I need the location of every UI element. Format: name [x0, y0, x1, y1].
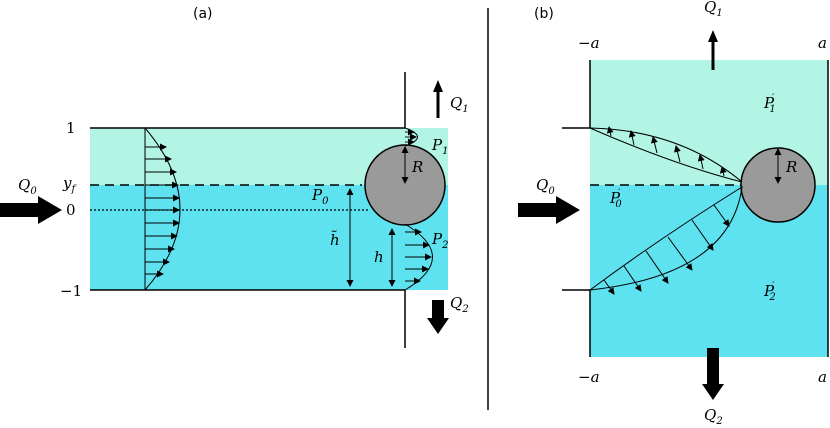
pressure-inlet-label-b: P′0 — [609, 188, 622, 210]
inflow-arrow-b — [518, 196, 580, 224]
flux-arrow — [628, 130, 636, 146]
outflow-top-label-b: Q1 — [704, 0, 723, 19]
outflow-bottom-label-a: Q2 — [450, 294, 469, 315]
tick-interface: yf — [62, 174, 77, 195]
flux-arrow — [651, 136, 658, 154]
inflow-label-a: Q0 — [18, 176, 37, 197]
flux-arrow — [713, 204, 730, 227]
x-right-top: a — [818, 34, 827, 52]
pressure-inlet-label-a: P0 — [311, 186, 329, 207]
inflow-label-b: Q0 — [536, 176, 555, 197]
panel-a: (a) 1 yf 0 −1 Q0 Q1 Q2 P0 P1 P2 R h̃ h — [0, 6, 469, 348]
flux-arrow — [623, 265, 642, 292]
flux-arrow — [667, 236, 693, 271]
outflow-top-label-a: Q1 — [450, 94, 469, 115]
flux-arrow — [691, 219, 714, 251]
flux-arrow — [719, 166, 727, 177]
inflow-arrow-a — [0, 196, 62, 224]
flux-arrow — [674, 145, 681, 163]
pressure-bottom-label-a: P2 — [431, 230, 448, 251]
panel-a-tag: (a) — [193, 6, 213, 22]
pressure-top-label-a: P1 — [431, 136, 448, 157]
radius-label-a: R — [411, 158, 423, 176]
flux-arrow — [603, 279, 615, 295]
pressure-top-label-b: P′1 — [763, 93, 776, 115]
outflow-bottom-label-b: Q2 — [704, 406, 723, 427]
radius-label-b: R — [785, 158, 797, 176]
panel-b: (b) −a a −a a Q0 Q1 Q2 P′0 P′1 P′2 R — [518, 0, 829, 427]
outflow-top-arrow-b — [708, 30, 718, 70]
flux-arrow — [697, 154, 705, 170]
upper-lens-arrows — [606, 126, 727, 177]
x-left-bottom: −a — [578, 368, 600, 386]
panel-b-tag: (b) — [534, 6, 554, 22]
tick-zero: 0 — [66, 201, 76, 219]
inlet-velocity-arrows — [145, 143, 180, 278]
h-label: h — [374, 248, 384, 266]
h-tilde-label: h̃ — [330, 231, 340, 249]
x-right-bottom: a — [818, 368, 827, 386]
flux-arrow — [606, 126, 614, 137]
flux-arrow — [645, 250, 669, 284]
outflow-bottom-arrow-b — [702, 348, 724, 400]
x-left-top: −a — [578, 34, 600, 52]
outflow-bottom-arrow-a — [427, 300, 449, 334]
cylinder — [364, 144, 446, 226]
upper-streamtube — [589, 127, 743, 183]
outflow-top-arrow-a — [433, 80, 443, 118]
tick-top: 1 — [66, 119, 76, 137]
pressure-bottom-label-b: P′2 — [763, 281, 776, 303]
tick-bottom: −1 — [60, 282, 82, 300]
lower-lens-arrows — [603, 204, 730, 295]
